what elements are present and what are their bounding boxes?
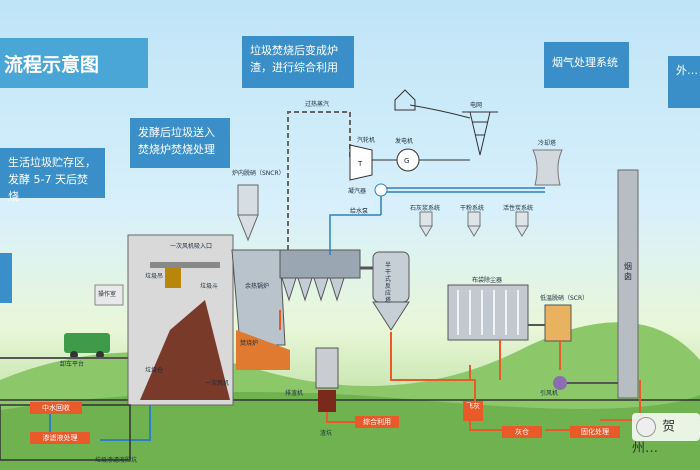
callout-feed: 发酵后垃圾送入焚烧炉焚烧处理 (130, 118, 230, 168)
power-tower-icon (462, 111, 498, 156)
label-leachate-tank: 垃圾渗滤液贮坑 (95, 457, 138, 464)
label-waste-crane: 垃圾吊 (145, 272, 163, 280)
callout-storage: 生活垃圾贮存区，发酵 5-7 天后焚烧 (0, 148, 105, 203)
box-recirculation: 中水回收 (30, 402, 82, 414)
label-superheated-steam: 过热蒸汽 (305, 100, 329, 108)
sncr-tank (237, 184, 259, 216)
incinerator (231, 249, 286, 346)
generator-symbol: G (404, 157, 409, 165)
ground-shape (0, 392, 700, 470)
label-boiler: 余热锅炉 (245, 282, 269, 290)
callout-right-edge: 外… (668, 56, 700, 108)
waste-pile (140, 300, 230, 400)
house-icon (394, 89, 416, 111)
slag-bin (318, 390, 336, 412)
label-bag-filter: 布袋除尘器 (472, 276, 502, 284)
box-fly-ash: 飞灰 (463, 401, 483, 421)
label-grid: 电网 (470, 101, 482, 109)
label-unloading-platform: 卸车平台 (60, 360, 84, 368)
page-title: 流程示意图 (0, 38, 148, 88)
label-semi-dry-reactor: 半干式反应塔 (385, 262, 392, 304)
crane-grab (165, 268, 181, 288)
box-ash-silo: 灰仓 (502, 426, 542, 438)
label-waste-pit: 垃圾仓 (145, 366, 163, 374)
label-primary-fan-inlet: 一次风机吸入口 (170, 242, 212, 250)
label-dry-powder: 干粉系统 (460, 204, 484, 212)
label-incinerator: 焚烧炉 (240, 339, 258, 347)
callout-slag: 垃圾焚烧后变成炉渣，进行综合利用 (242, 36, 354, 88)
operation-room (94, 284, 124, 306)
label-cooling-tower: 冷却塔 (538, 139, 556, 147)
label-scr: 低温脱硝（SCR） (540, 294, 588, 302)
box-comprehensive-use: 综合利用 (355, 416, 399, 428)
garbage-truck (64, 333, 110, 353)
label-primary-fan: 一次风机 (205, 379, 229, 387)
wechat-icon (636, 417, 656, 437)
box-leachate: 渗滤液处理 (30, 432, 90, 444)
label-hopper: 垃圾斗 (200, 282, 218, 290)
induced-fan (553, 376, 567, 390)
label-slag-pit: 渣坑 (320, 429, 332, 437)
label-lime-system: 石灰浆系统 (410, 204, 440, 212)
callout-left-edge (0, 253, 12, 303)
callout-flue: 烟气处理系统 (544, 42, 629, 88)
label-sncr: 炉内脱硝（SNCR） (232, 169, 285, 177)
turbine-symbol: T (357, 160, 363, 168)
watermark: 贺州… (632, 413, 700, 456)
boiler (279, 249, 361, 279)
label-slag-discharger: 排渣机 (285, 389, 303, 397)
furnace-fire (236, 330, 290, 370)
turbine (349, 144, 373, 181)
label-activated-carbon: 活性炭系统 (503, 204, 533, 212)
label-condenser: 凝汽器 (348, 187, 366, 195)
scr-unit (544, 304, 572, 342)
label-generator: 发电机 (395, 137, 413, 145)
label-induced-fan: 引风机 (540, 389, 558, 397)
label-turbine: 汽轮机 (357, 136, 375, 144)
cooling-tower (532, 149, 563, 186)
slag-pit (315, 347, 339, 389)
label-chimney: 烟囱 (624, 262, 632, 281)
bag-filter (447, 284, 529, 341)
watermark-text: 贺州… (632, 419, 676, 457)
chimney (617, 169, 639, 399)
label-feed-pump: 给水泵 (350, 207, 368, 215)
label-operation-room: 操作室 (98, 290, 116, 298)
box-solidification: 固化处理 (570, 426, 620, 438)
